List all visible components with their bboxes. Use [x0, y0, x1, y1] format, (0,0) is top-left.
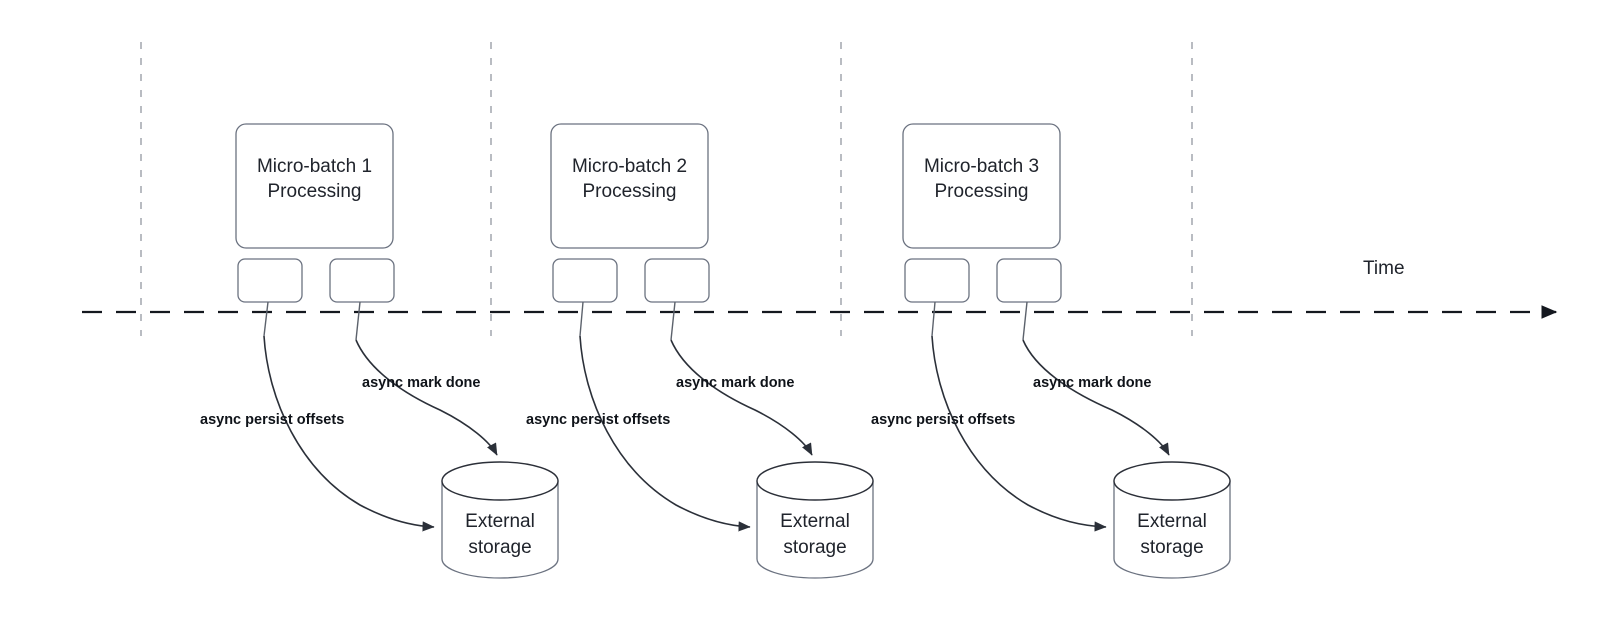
- task-box-3b[interactable]: [996, 258, 1062, 303]
- external-storage-label-3-line2: storage: [1140, 537, 1203, 558]
- external-storage-label-1-line2: storage: [468, 537, 531, 558]
- micro-batch-box-3[interactable]: [902, 123, 1061, 249]
- micro-batch-box-2-line1: Micro-batch 2: [572, 156, 687, 177]
- task-box-2b[interactable]: [644, 258, 710, 303]
- external-storage-label-1-line1: External: [465, 511, 535, 532]
- task-box-3a[interactable]: [904, 258, 970, 303]
- persist-offsets-arrow-1: [263, 335, 435, 532]
- persist-offsets-label-1: async persist offsets: [200, 412, 344, 428]
- mark-done-label-2: async mark done: [676, 375, 794, 391]
- group-3: Micro-batch 3 Processing async persist o…: [871, 123, 1231, 579]
- external-storage-label-2-line1: External: [780, 511, 850, 532]
- micro-batch-box-1[interactable]: [235, 123, 394, 249]
- time-axis-label: Time: [1363, 258, 1405, 279]
- micro-batch-box-3-line1: Micro-batch 3: [924, 156, 1039, 177]
- task-box-1a[interactable]: [237, 258, 303, 303]
- micro-batch-box-1-line1: Micro-batch 1: [257, 156, 372, 177]
- task-stem-1a: [263, 301, 269, 337]
- external-storage-cylinder-3[interactable]: [1113, 461, 1231, 579]
- micro-batch-box-2[interactable]: [550, 123, 709, 249]
- mark-done-arrow-3: [1022, 339, 1170, 456]
- time-tick-guides: [140, 42, 1193, 336]
- task-box-1b[interactable]: [329, 258, 395, 303]
- task-box-2a[interactable]: [552, 258, 618, 303]
- micro-batch-box-2-line2: Processing: [583, 181, 677, 202]
- task-stem-3a: [931, 301, 936, 337]
- persist-offsets-arrow-2: [579, 335, 751, 532]
- micro-batch-box-3-line2: Processing: [935, 181, 1029, 202]
- persist-offsets-arrow-3: [931, 335, 1107, 532]
- external-storage-cylinder-2[interactable]: [756, 461, 874, 579]
- mark-done-arrow-2: [670, 339, 813, 456]
- group-1: Micro-batch 1 Processing async persist o…: [200, 123, 559, 579]
- mark-done-label-3: async mark done: [1033, 375, 1151, 391]
- mark-done-arrow-1: [355, 339, 498, 456]
- mark-done-label-1: async mark done: [362, 375, 480, 391]
- task-stem-1b: [355, 301, 361, 341]
- persist-offsets-label-2: async persist offsets: [526, 412, 670, 428]
- task-stem-2b: [670, 301, 676, 341]
- task-stem-3b: [1022, 301, 1028, 341]
- external-storage-label-3-line1: External: [1137, 511, 1207, 532]
- micro-batch-box-1-line2: Processing: [268, 181, 362, 202]
- group-2: Micro-batch 2 Processing async persist o…: [526, 123, 874, 579]
- external-storage-cylinder-1[interactable]: [441, 461, 559, 579]
- external-storage-label-2-line2: storage: [783, 537, 846, 558]
- persist-offsets-label-3: async persist offsets: [871, 412, 1015, 428]
- task-stem-2a: [579, 301, 584, 337]
